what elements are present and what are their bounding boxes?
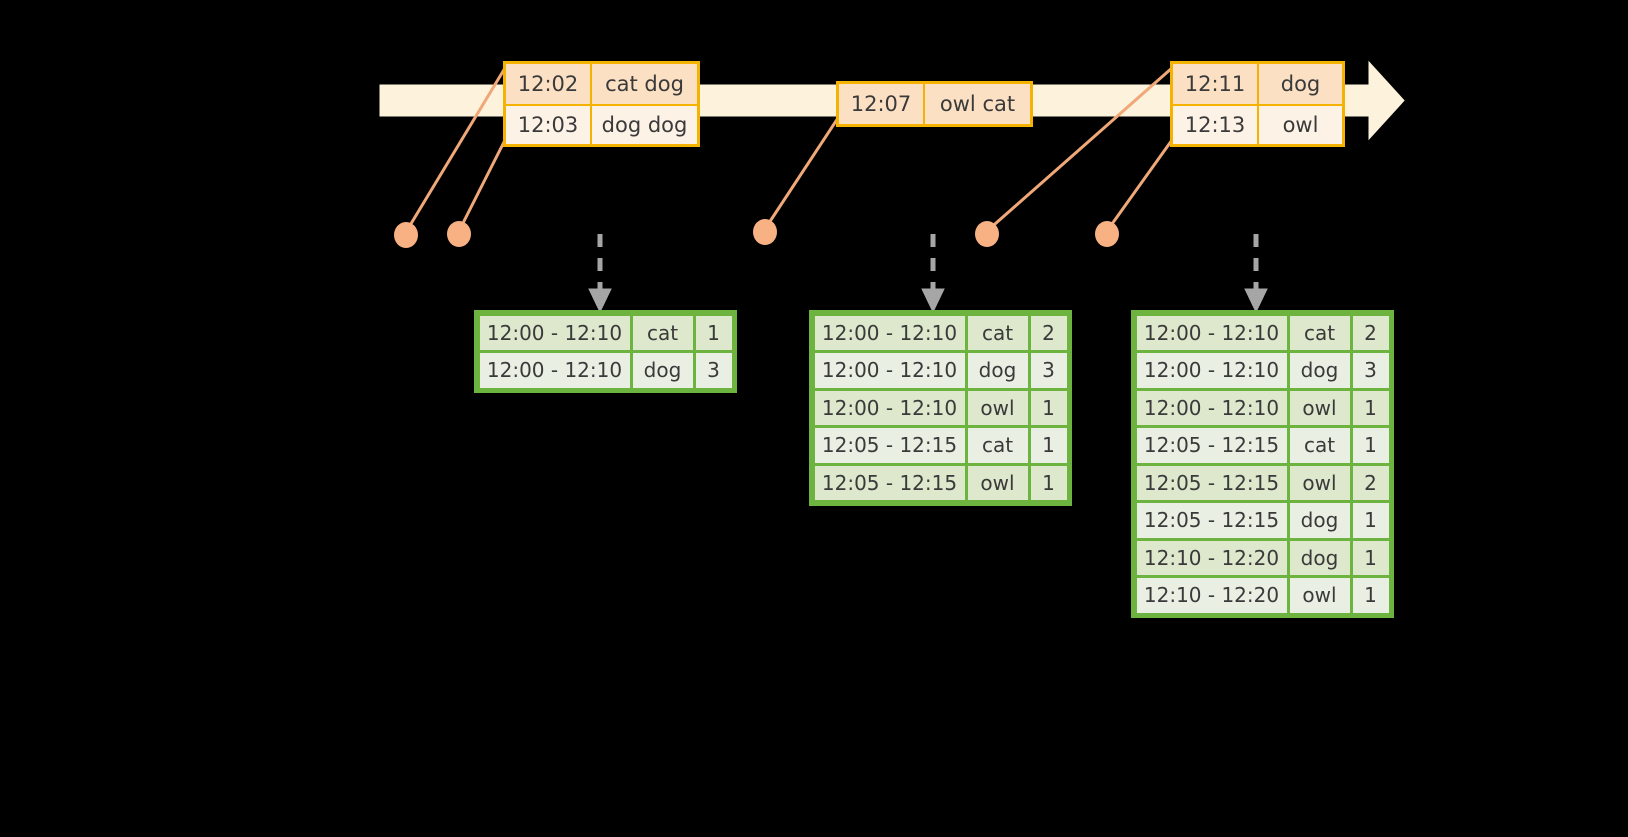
event-words: dog [1280, 72, 1321, 96]
event-words: owl cat [939, 92, 1016, 116]
cell-window: 12:00 - 12:10 [1136, 390, 1287, 425]
cell-key: owl [1289, 578, 1350, 613]
cell-count: 1 [1352, 428, 1389, 463]
event-dot-1 [394, 222, 418, 248]
event-dot-2 [447, 221, 471, 247]
event-time: 12:07 [839, 84, 925, 124]
event-row[interactable]: 12:07 owl cat [839, 84, 1030, 124]
event-time: 12:11 [1173, 64, 1259, 104]
event-row[interactable]: 12:11 dog [1173, 64, 1342, 104]
cell-count: 1 [1352, 503, 1389, 538]
cell-count: 1 [1030, 428, 1067, 463]
event-row[interactable]: 12:03 dog dog [506, 104, 697, 144]
cell-key: owl [967, 390, 1028, 425]
cell-window: 12:00 - 12:10 [1136, 315, 1287, 350]
cell-key: owl [967, 465, 1028, 500]
cell-window: 12:05 - 12:15 [1136, 503, 1287, 538]
cell-count: 2 [1352, 315, 1389, 350]
cell-count: 2 [1352, 465, 1389, 500]
event-group-1[interactable]: 12:02 cat dog 12:03 dog dog [503, 61, 700, 147]
cell-count: 2 [1030, 315, 1067, 350]
cell-key: dog [967, 353, 1028, 388]
event-words: dog dog [601, 113, 688, 137]
cell-window: 12:10 - 12:20 [1136, 540, 1287, 575]
event-dot-5 [1095, 221, 1119, 247]
emit-arrow-3 [1244, 234, 1268, 314]
cell-window: 12:05 - 12:15 [814, 428, 965, 463]
cell-key: cat [632, 315, 693, 350]
emit-arrows [588, 234, 1268, 314]
cell-key: cat [967, 315, 1028, 350]
cell-window: 12:05 - 12:15 [1136, 465, 1287, 500]
cell-count: 1 [1352, 390, 1389, 425]
event-group-2[interactable]: 12:07 owl cat [836, 81, 1033, 127]
cell-window: 12:05 - 12:15 [814, 465, 965, 500]
cell-count: 1 [695, 315, 732, 350]
cell-key: dog [1289, 503, 1350, 538]
cell-count: 3 [1030, 353, 1067, 388]
cell-count: 1 [1352, 540, 1389, 575]
event-row[interactable]: 12:02 cat dog [506, 64, 697, 104]
event-row[interactable]: 12:13 owl [1173, 104, 1342, 144]
cell-window: 12:05 - 12:15 [1136, 428, 1287, 463]
cell-count: 1 [1030, 465, 1067, 500]
event-words: cat dog [605, 72, 684, 96]
cell-count: 1 [1352, 578, 1389, 613]
cell-key: cat [967, 428, 1028, 463]
event-time: 12:13 [1173, 106, 1259, 144]
cell-key: dog [1289, 353, 1350, 388]
event-dots [394, 219, 1119, 248]
cell-count: 3 [695, 353, 732, 388]
cell-window: 12:00 - 12:10 [814, 390, 965, 425]
cell-key: cat [1289, 428, 1350, 463]
cell-count: 3 [1352, 353, 1389, 388]
cell-key: dog [1289, 540, 1350, 575]
emit-arrow-1 [588, 234, 612, 314]
cell-key: cat [1289, 315, 1350, 350]
emit-arrow-2 [921, 234, 945, 314]
event-words: owl [1282, 113, 1319, 137]
event-dot-4 [975, 221, 999, 247]
cell-window: 12:00 - 12:10 [479, 315, 630, 350]
cell-window: 12:00 - 12:10 [814, 315, 965, 350]
cell-count: 1 [1030, 390, 1067, 425]
event-time: 12:02 [506, 64, 592, 104]
event-time: 12:03 [506, 106, 592, 144]
cell-window: 12:00 - 12:10 [479, 353, 630, 388]
cell-window: 12:00 - 12:10 [1136, 353, 1287, 388]
cell-key: owl [1289, 390, 1350, 425]
cell-key: dog [632, 353, 693, 388]
event-group-3[interactable]: 12:11 dog 12:13 owl [1170, 61, 1345, 147]
event-dot-3 [753, 219, 777, 245]
cell-window: 12:00 - 12:10 [814, 353, 965, 388]
cell-key: owl [1289, 465, 1350, 500]
cell-window: 12:10 - 12:20 [1136, 578, 1287, 613]
